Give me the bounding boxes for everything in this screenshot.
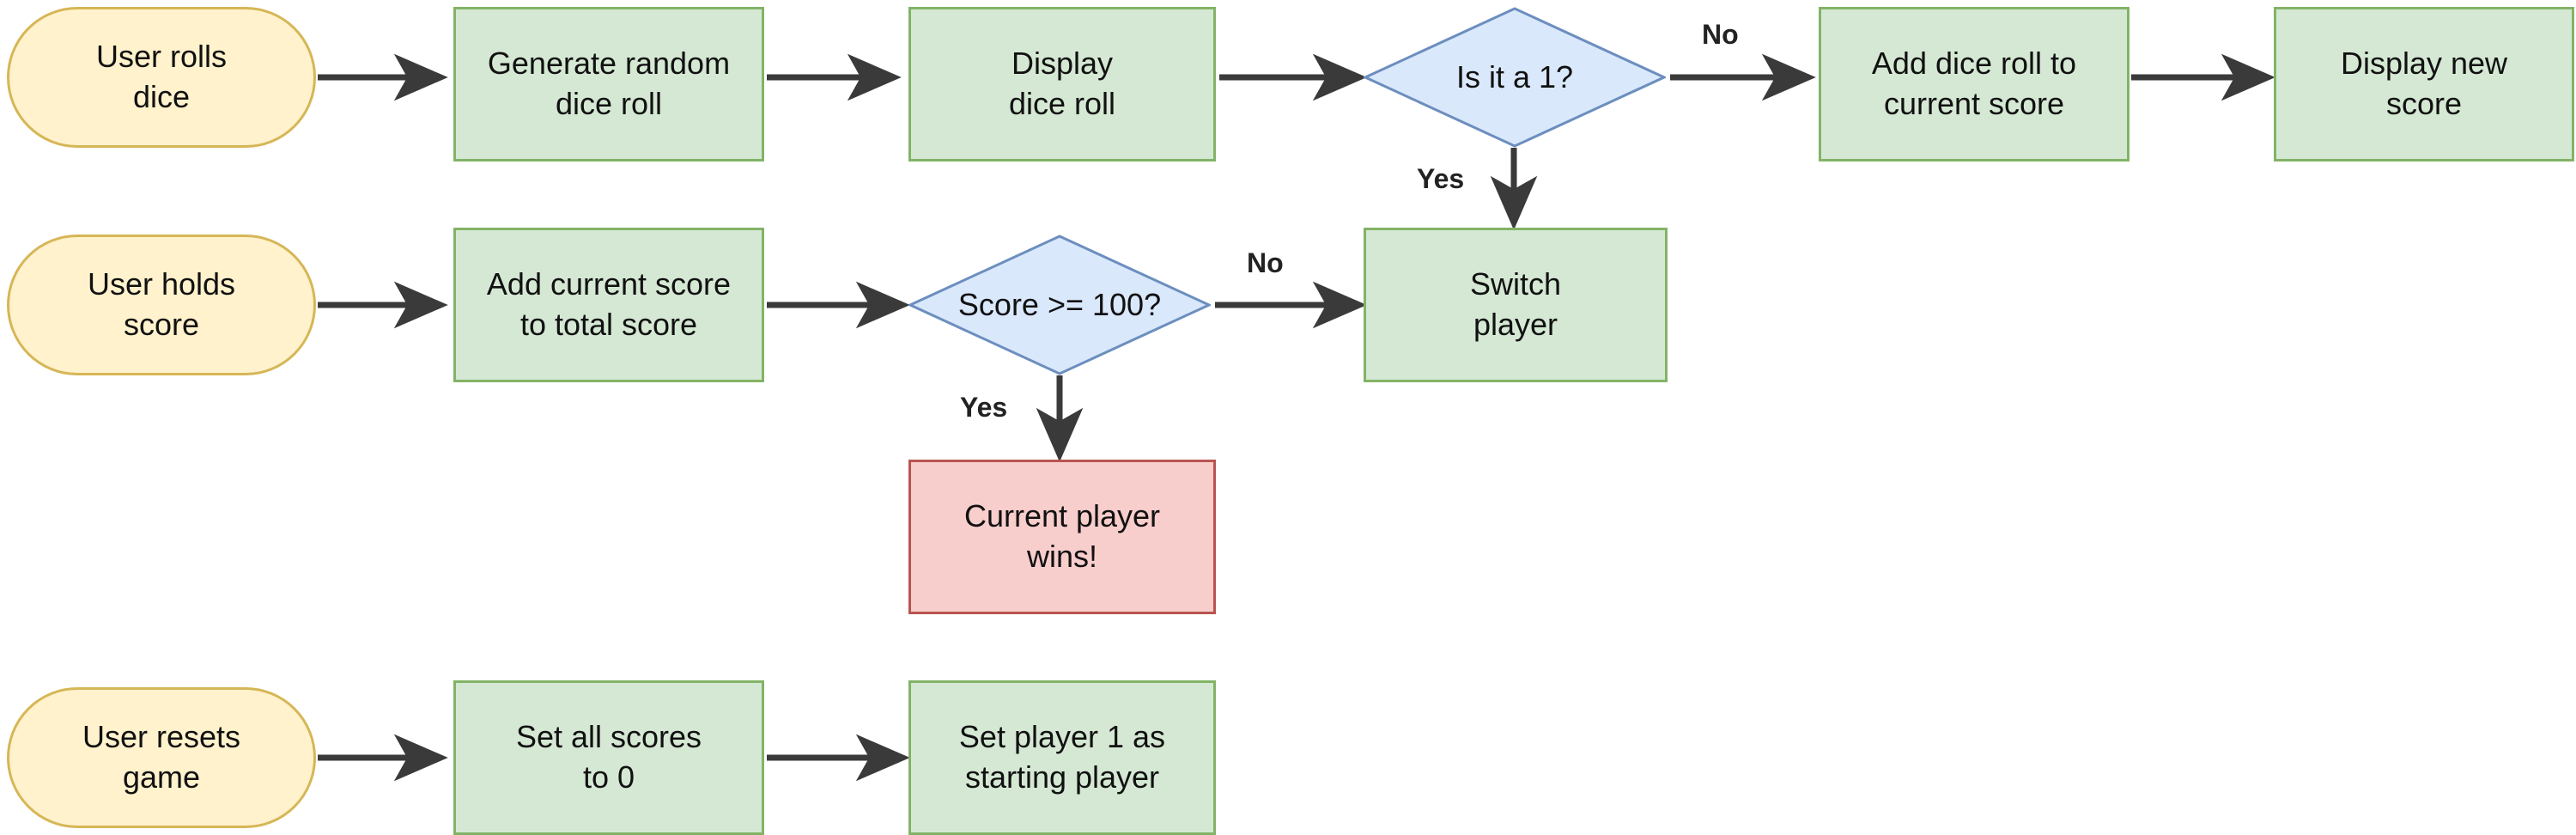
node-label: User rolls dice <box>95 39 227 114</box>
node-label: Current player wins! <box>963 498 1161 574</box>
node-set-player-1-as-starting[interactable]: Set player 1 as starting player <box>908 680 1216 835</box>
edge-label-is-it-a-one-yes: Yes <box>1417 163 1465 194</box>
node-label: Switch player <box>1469 266 1562 342</box>
edge-label-score-gte-100-yes: Yes <box>960 392 1008 423</box>
node-display-new-score[interactable]: Display new score <box>2274 7 2574 162</box>
node-user-holds-score[interactable]: User holds score <box>7 235 316 375</box>
node-label: Set player 1 as starting player <box>958 719 1166 795</box>
edge-label-is-it-a-one-no: No <box>1702 19 1739 50</box>
node-label: Display new score <box>2340 46 2508 121</box>
node-display-dice-roll[interactable]: Display dice roll <box>908 7 1216 162</box>
node-label: Display dice roll <box>1008 46 1116 121</box>
edge-label-score-gte-100-no: No <box>1247 247 1284 278</box>
diamond-shape <box>908 235 1211 375</box>
node-score-gte-100[interactable]: Score >= 100? <box>908 235 1211 375</box>
node-add-current-score-to-total[interactable]: Add current score to total score <box>453 228 764 382</box>
node-label: User holds score <box>87 266 236 342</box>
node-switch-player[interactable]: Switch player <box>1364 228 1668 382</box>
node-generate-random-roll[interactable]: Generate random dice roll <box>453 7 764 162</box>
node-label: Generate random dice roll <box>487 46 731 121</box>
diamond-shape <box>1364 7 1666 148</box>
node-set-all-scores-to-zero[interactable]: Set all scores to 0 <box>453 680 764 835</box>
node-user-resets-game[interactable]: User resets game <box>7 687 316 828</box>
node-label: Set all scores to 0 <box>515 719 702 795</box>
node-label: Is it a 1? <box>1455 58 1574 94</box>
node-label: User resets game <box>82 719 241 795</box>
node-add-roll-to-current-score[interactable]: Add dice roll to current score <box>1819 7 2129 162</box>
node-user-rolls-dice[interactable]: User rolls dice <box>7 7 316 148</box>
node-label: Score >= 100? <box>957 286 1162 322</box>
node-label: Add current score to total score <box>486 266 732 342</box>
node-is-it-a-one[interactable]: Is it a 1? <box>1364 7 1666 148</box>
node-label: Add dice roll to current score <box>1871 46 2077 121</box>
node-current-player-wins[interactable]: Current player wins! <box>908 460 1216 614</box>
